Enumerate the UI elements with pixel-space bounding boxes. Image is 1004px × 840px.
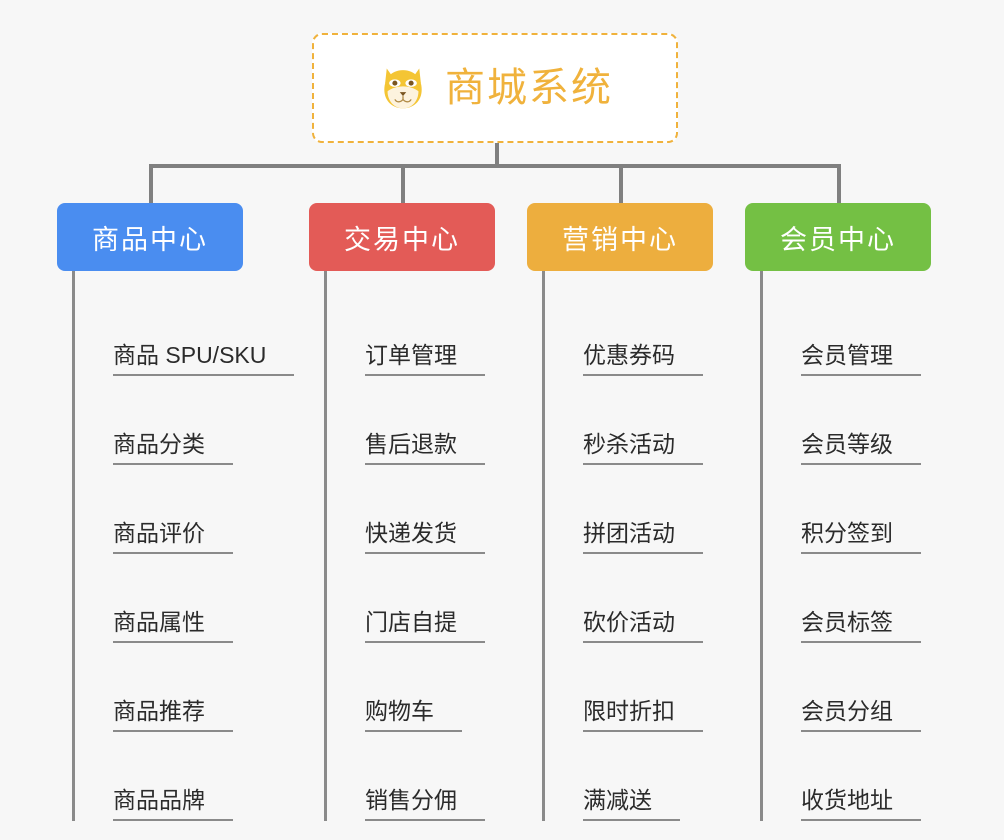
tree-item-label: 砍价活动 [583,608,675,635]
tree-item-label: 积分签到 [801,519,893,546]
branch-column-4: 会员中心 会员管理 会员等级 积分签到 会员标签 会员分组 收货地址 [745,203,931,821]
connector-drop-1 [149,164,153,204]
connector-drop-2 [401,164,405,204]
branch-items-3: 优惠券码 秒杀活动 拼团活动 砍价活动 限时折扣 满减送 [542,271,713,821]
tree-item[interactable]: 商品 SPU/SKU [75,287,295,376]
tree-item-label: 商品推荐 [113,697,205,724]
branch-items-4: 会员管理 会员等级 积分签到 会员标签 会员分组 收货地址 [760,271,931,821]
tree-item[interactable]: 商品推荐 [75,643,243,732]
tree-item[interactable]: 商品品牌 [75,732,243,821]
tree-item-label: 秒杀活动 [583,430,675,457]
branch-header-1[interactable]: 商品中心 [57,203,243,271]
branch-header-2[interactable]: 交易中心 [309,203,495,271]
root-node-mall-system[interactable]: 商城系统 [312,33,678,143]
tree-item-label: 会员标签 [801,608,893,635]
tree-item-label: 订单管理 [365,341,457,368]
tree-item-label: 商品分类 [113,430,205,457]
tree-item[interactable]: 会员管理 [763,287,931,376]
tree-item[interactable]: 售后退款 [327,376,495,465]
tree-item-label: 满减送 [583,786,652,813]
tree-item-label: 会员分组 [801,697,893,724]
tree-item[interactable]: 会员等级 [763,376,931,465]
tree-item-label: 收货地址 [801,786,893,813]
tree-item-label: 购物车 [365,697,434,724]
tree-item-label: 门店自提 [365,608,457,635]
tree-item[interactable]: 门店自提 [327,554,495,643]
tree-item-label: 会员等级 [801,430,893,457]
branch-items-1: 商品 SPU/SKU 商品分类 商品评价 商品属性 商品推荐 商品品牌 [72,271,295,821]
tree-item[interactable]: 满减送 [545,732,713,821]
branch-items-2: 订单管理 售后退款 快递发货 门店自提 购物车 销售分佣 [324,271,495,821]
tree-item-label: 商品品牌 [113,786,205,813]
tree-item[interactable]: 商品属性 [75,554,243,643]
tree-item-label: 拼团活动 [583,519,675,546]
tree-item[interactable]: 收货地址 [763,732,931,821]
tree-item[interactable]: 商品评价 [75,465,243,554]
branch-column-3: 营销中心 优惠券码 秒杀活动 拼团活动 砍价活动 限时折扣 满减送 [527,203,713,821]
tree-item-label: 商品 SPU/SKU [113,341,267,368]
tree-item[interactable]: 秒杀活动 [545,376,713,465]
tree-item-label: 商品评价 [113,519,205,546]
tree-item[interactable]: 拼团活动 [545,465,713,554]
tree-item[interactable]: 购物车 [327,643,495,732]
connector-horizontal-bus [149,164,841,168]
tree-item-label: 销售分佣 [365,786,457,813]
branch-header-3[interactable]: 营销中心 [527,203,713,271]
tree-item-label: 限时折扣 [583,697,675,724]
tree-item-label: 会员管理 [801,341,893,368]
tree-item[interactable]: 优惠券码 [545,287,713,376]
branch-column-2: 交易中心 订单管理 售后退款 快递发货 门店自提 购物车 销售分佣 [309,203,495,821]
tree-item[interactable]: 订单管理 [327,287,495,376]
tree-item[interactable]: 砍价活动 [545,554,713,643]
tree-item[interactable]: 商品分类 [75,376,243,465]
dog-face-icon [384,68,422,109]
root-node-title: 商城系统 [445,66,613,110]
tree-item[interactable]: 快递发货 [327,465,495,554]
tree-item[interactable]: 积分签到 [763,465,931,554]
tree-item-label: 优惠券码 [583,341,675,368]
tree-item[interactable]: 销售分佣 [327,732,495,821]
tree-item[interactable]: 会员分组 [763,643,931,732]
branch-header-4[interactable]: 会员中心 [745,203,931,271]
tree-item-label: 商品属性 [113,608,205,635]
tree-item-label: 快递发货 [365,519,457,546]
tree-item-label: 售后退款 [365,430,457,457]
connector-drop-3 [619,164,623,204]
branch-column-1: 商品中心 商品 SPU/SKU 商品分类 商品评价 商品属性 商品推荐 商品品牌 [57,203,295,821]
tree-item[interactable]: 限时折扣 [545,643,713,732]
connector-drop-4 [837,164,841,204]
connector-root-stem [495,143,499,167]
tree-item[interactable]: 会员标签 [763,554,931,643]
